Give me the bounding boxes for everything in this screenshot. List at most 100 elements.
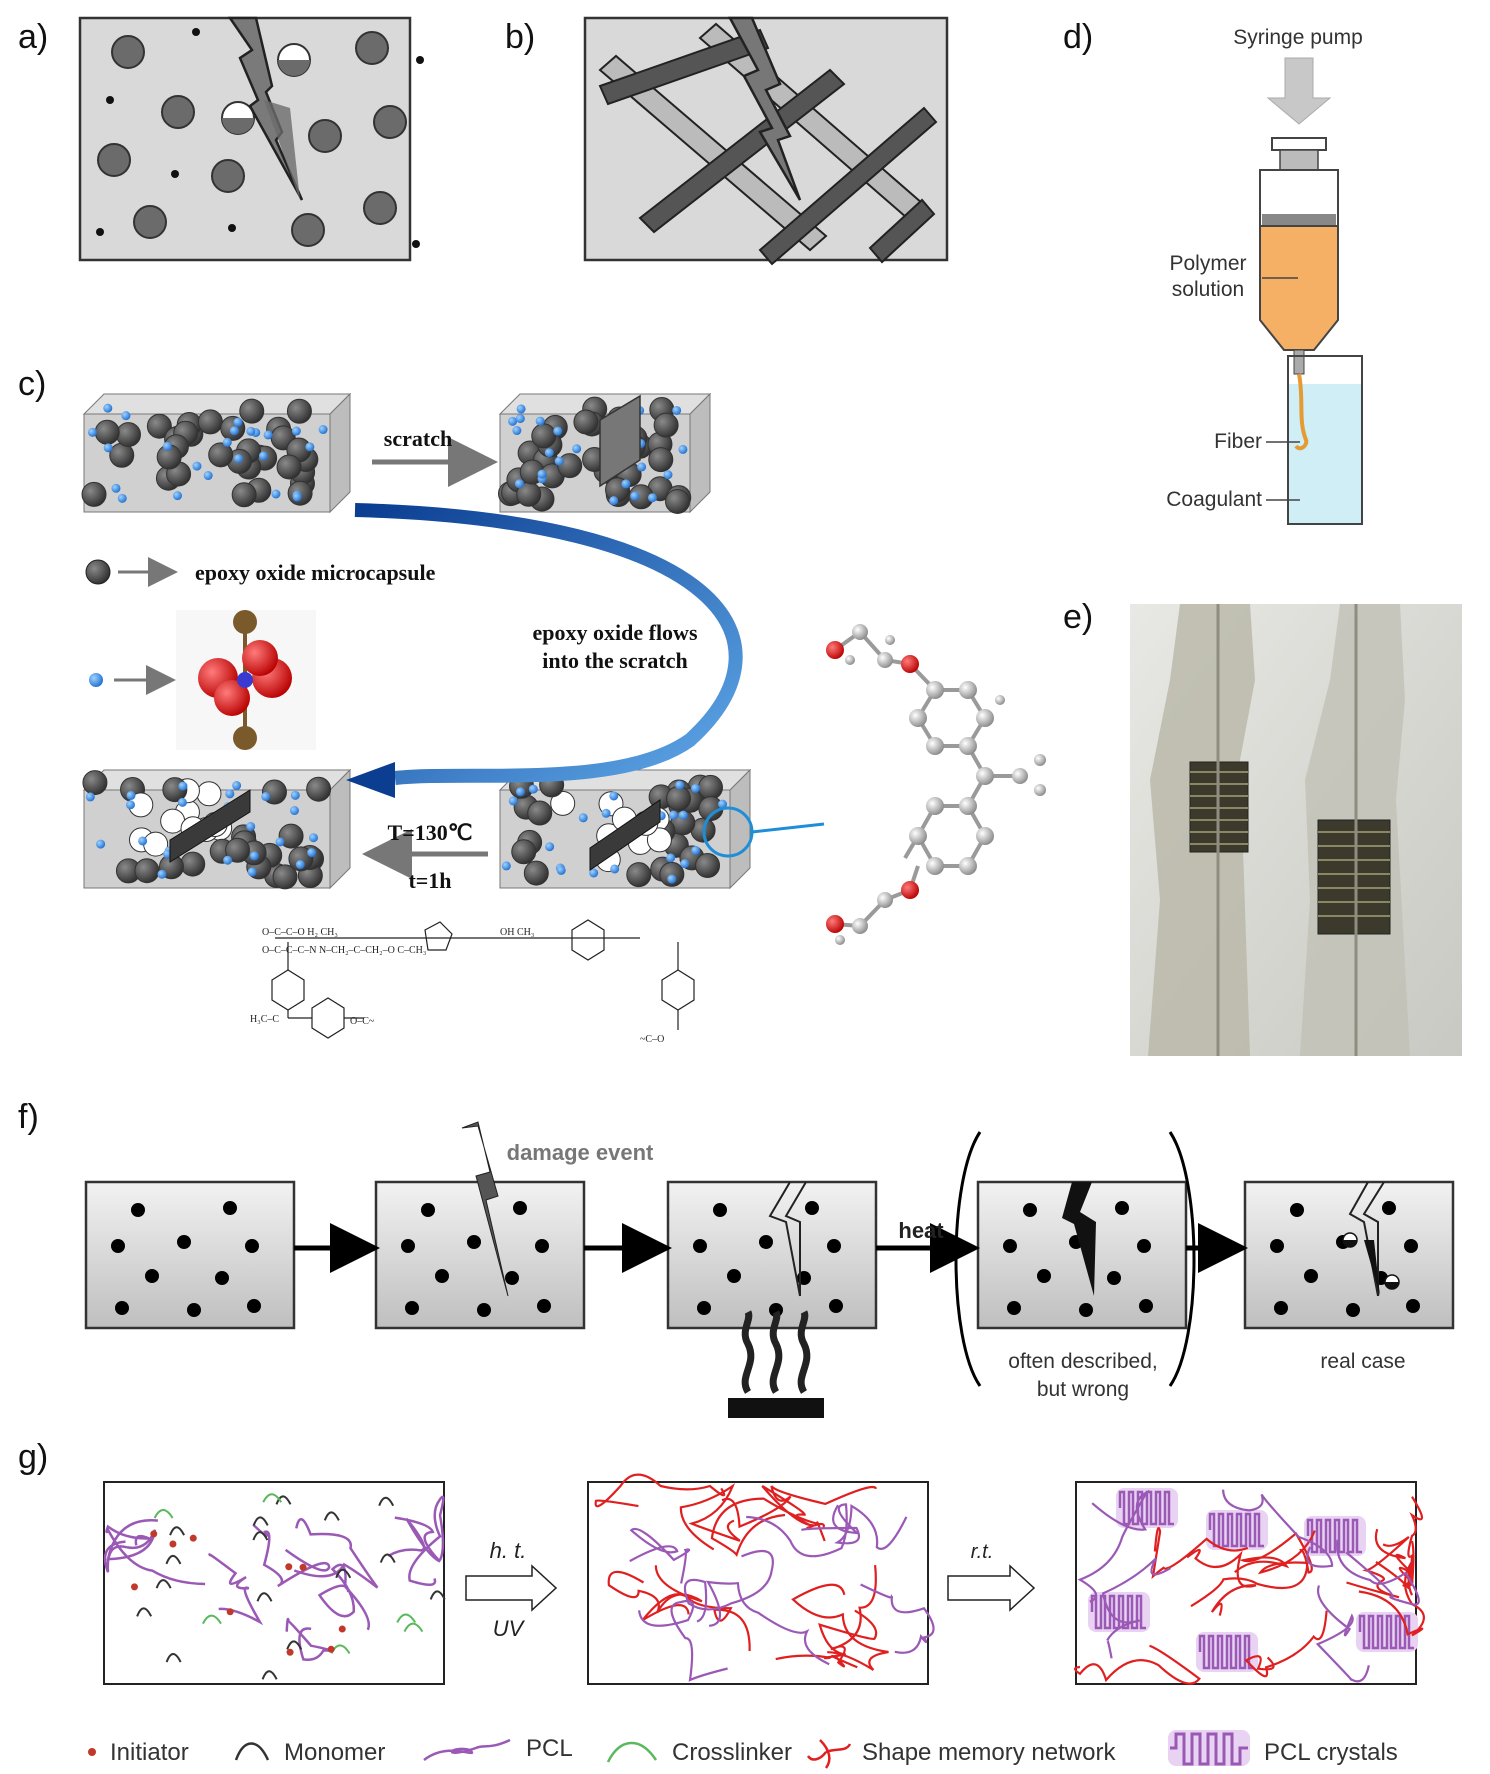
particle-dot (1037, 1269, 1051, 1283)
catalyst-dot (528, 784, 538, 794)
polymer-chain (1346, 1536, 1410, 1599)
polymer-chain (761, 1485, 825, 1531)
particle-dot (177, 1235, 191, 1249)
syringe-pump-label: Syringe pump (1233, 26, 1363, 49)
catalyst-dot (157, 869, 167, 879)
monomer (275, 1495, 292, 1505)
flow-arrow (354, 503, 743, 785)
microcapsule (276, 454, 302, 480)
catalyst-dot (545, 842, 555, 852)
particle-dot (759, 1235, 773, 1249)
legend-monomer: Monomer (284, 1739, 385, 1766)
crack-icon (727, 16, 802, 201)
wrong-label-1: often described, (1008, 1350, 1157, 1373)
monomer (252, 1516, 269, 1526)
panel-e: e) (1063, 598, 1462, 1056)
microcapsule (82, 770, 108, 796)
microcapsules (97, 31, 407, 247)
panel-e-label: e) (1063, 598, 1093, 636)
particle-dot (805, 1201, 819, 1215)
catalyst-dot (192, 461, 202, 471)
particle-dot (1304, 1269, 1318, 1283)
microcapsule (666, 785, 692, 811)
panel-b: b) (505, 16, 949, 266)
polymer-chain (408, 1495, 445, 1586)
polymer-chain (1101, 1557, 1172, 1659)
particle-dot (697, 1301, 711, 1315)
microcapsule (197, 409, 223, 435)
catalyst-dot (508, 416, 518, 426)
pcl-crystal (1090, 1594, 1146, 1630)
catalyst-dot (85, 792, 95, 802)
initiator-legend-icon (88, 1748, 96, 1756)
ht-label: h. t. (490, 1538, 527, 1563)
particle-dot (1346, 1303, 1360, 1317)
legend-pcl: PCL (526, 1735, 573, 1762)
catalyst-dot (246, 426, 256, 436)
pcl-crystal (1118, 1490, 1174, 1526)
particle-dot (435, 1269, 449, 1283)
legend: Initiator Monomer PCL Crosslinker Shape … (88, 1730, 1398, 1769)
particle-dot (1274, 1301, 1288, 1315)
coagulant-bath (1287, 355, 1363, 525)
catalyst-dot (515, 787, 525, 797)
initiator (169, 1540, 177, 1548)
particle-dot (131, 1203, 145, 1217)
microcapsule (134, 858, 160, 884)
catalyst-dot (691, 845, 701, 855)
catalyst-dot (718, 799, 728, 809)
polymer-solution-label-2: solution (1172, 278, 1244, 301)
catalyst-dot (225, 789, 235, 799)
catalyst-dot (291, 426, 301, 436)
chemical-structure (271, 919, 695, 1039)
particle-dot (405, 1301, 419, 1315)
catalyst-dot (96, 839, 106, 849)
polymer-chain (1151, 1527, 1249, 1580)
arrow-down-icon (1266, 57, 1332, 125)
catalyst-dot (121, 411, 131, 421)
initiator (150, 1530, 158, 1538)
polymer-chain (775, 1609, 878, 1661)
microcapsule (272, 864, 298, 890)
catalyst-dot (261, 792, 271, 802)
network-box-2 (587, 1481, 929, 1685)
monomer (261, 1670, 278, 1680)
microcapsule-legend-label: epoxy oxide microcapsule (195, 560, 436, 585)
catalyst-dot (229, 426, 239, 436)
crosslinker-legend-icon (606, 1741, 658, 1763)
polymer-chain (1244, 1610, 1328, 1678)
catalyst-dot (508, 796, 518, 806)
epoxy-molecule-model (826, 624, 1046, 945)
polymer-chain (860, 1583, 935, 1654)
particle-dot (537, 1299, 551, 1313)
legend-initiator: Initiator (110, 1739, 189, 1766)
catalyst-dot (318, 425, 328, 435)
particle-dot (1290, 1203, 1304, 1217)
legend-crystals: PCL crystals (1264, 1739, 1398, 1766)
microcapsule (231, 482, 257, 508)
catalyst-dot (556, 865, 566, 875)
catalyst-dot (678, 810, 688, 820)
polymer-chain (208, 1553, 264, 1626)
filled-crack (1062, 1182, 1096, 1296)
panel-d: d) Syringe pump Polymer solution Fiber C… (1063, 18, 1363, 525)
catalyst-dot (233, 417, 243, 427)
polymer-solution-label-1: Polymer (1169, 252, 1246, 275)
pcl-crystal (1358, 1614, 1414, 1650)
initiator (130, 1583, 138, 1591)
rt-label: r.t. (971, 1541, 994, 1563)
arrow-right-icon (465, 1564, 558, 1612)
catalyst-dot (125, 800, 135, 810)
catalyst-dot (515, 414, 525, 424)
particle-dot (1079, 1303, 1093, 1317)
polymer-chain (594, 1473, 726, 1508)
catalyst-dot (630, 491, 640, 501)
catalyst-dot (111, 483, 121, 493)
monomer (169, 1526, 185, 1536)
catalyst-dot (103, 403, 113, 413)
microcapsule (208, 442, 234, 468)
catalyst-dot (578, 813, 588, 823)
scratch-blade (599, 394, 641, 488)
catalyst-dot (667, 874, 677, 884)
monomer (335, 1568, 352, 1579)
